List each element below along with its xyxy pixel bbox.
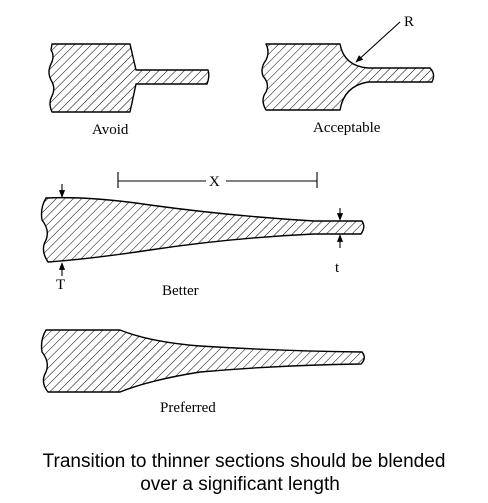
acceptable-section-shape (261, 43, 435, 111)
preferred-profile: Preferred (40, 329, 365, 416)
radius-leader-line (355, 21, 401, 63)
caption-line-1: Transition to thinner sections should be… (43, 451, 446, 472)
preferred-section-shape (40, 329, 365, 393)
length-label: X (209, 174, 220, 190)
radius-label: R (404, 14, 414, 30)
acceptable-profile: R Acceptable (261, 14, 435, 136)
avoid-label: Avoid (92, 122, 129, 138)
figure-caption: Transition to thinner sections should be… (43, 451, 446, 495)
thin-label: t (335, 260, 340, 276)
better-label: Better (162, 283, 199, 299)
avoid-profile: Avoid (48, 43, 210, 138)
acceptable-label: Acceptable (313, 120, 381, 136)
better-profile: X T t Better (40, 172, 365, 299)
thick-label: T (56, 277, 65, 293)
better-section-shape (40, 196, 365, 263)
caption-line-2: over a significant length (140, 474, 340, 495)
avoid-section-shape (48, 43, 210, 113)
preferred-label: Preferred (160, 400, 216, 416)
